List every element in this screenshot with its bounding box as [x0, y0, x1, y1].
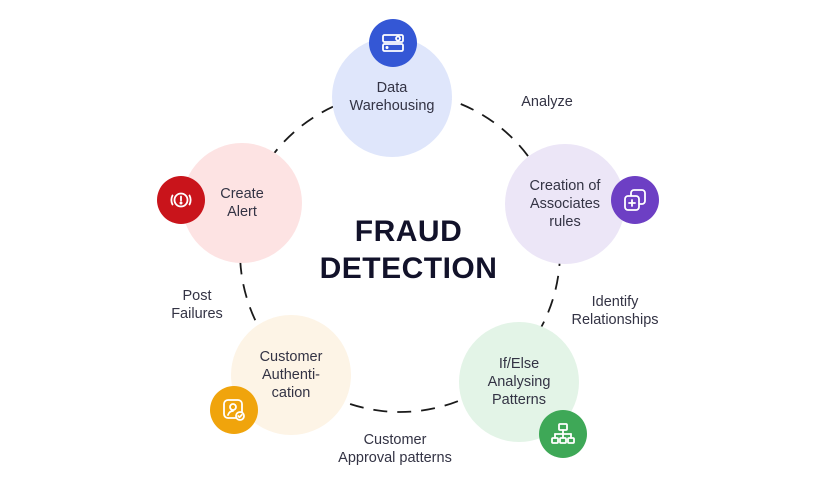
edge-label-customer-approval-patterns: Customer Approval patterns: [338, 432, 452, 466]
diagram-title-line-2: DETECTION: [319, 252, 498, 285]
squares-plus-icon: [611, 176, 659, 224]
diagram-title-line-1: FRAUD: [354, 215, 463, 248]
user-check-icon: [210, 386, 258, 434]
hierarchy-icon: [539, 410, 587, 458]
database-gear-icon: [369, 19, 417, 67]
alarm-alert-icon: [157, 176, 205, 224]
node-creation-of-associates-rules: Creation of Associates rules: [505, 144, 625, 264]
node-customer-authentication: Customer Authenti- cation: [231, 315, 351, 435]
node-label: If/Else Analysing Patterns: [487, 356, 551, 408]
node-label: Customer Authenti- cation: [259, 349, 323, 401]
edge-label-analyze: Analyze: [521, 94, 573, 110]
edge-label-post-failures: Post Failures: [171, 288, 223, 322]
node-label: Creation of Associates rules: [529, 178, 601, 230]
node-if-else-analysing-patterns: If/Else Analysing Patterns: [459, 322, 579, 442]
node-label: Create Alert: [220, 186, 264, 220]
edge-label-identify-relationships: Identify Relationships: [571, 294, 659, 328]
node-label: Data Warehousing: [349, 80, 435, 114]
